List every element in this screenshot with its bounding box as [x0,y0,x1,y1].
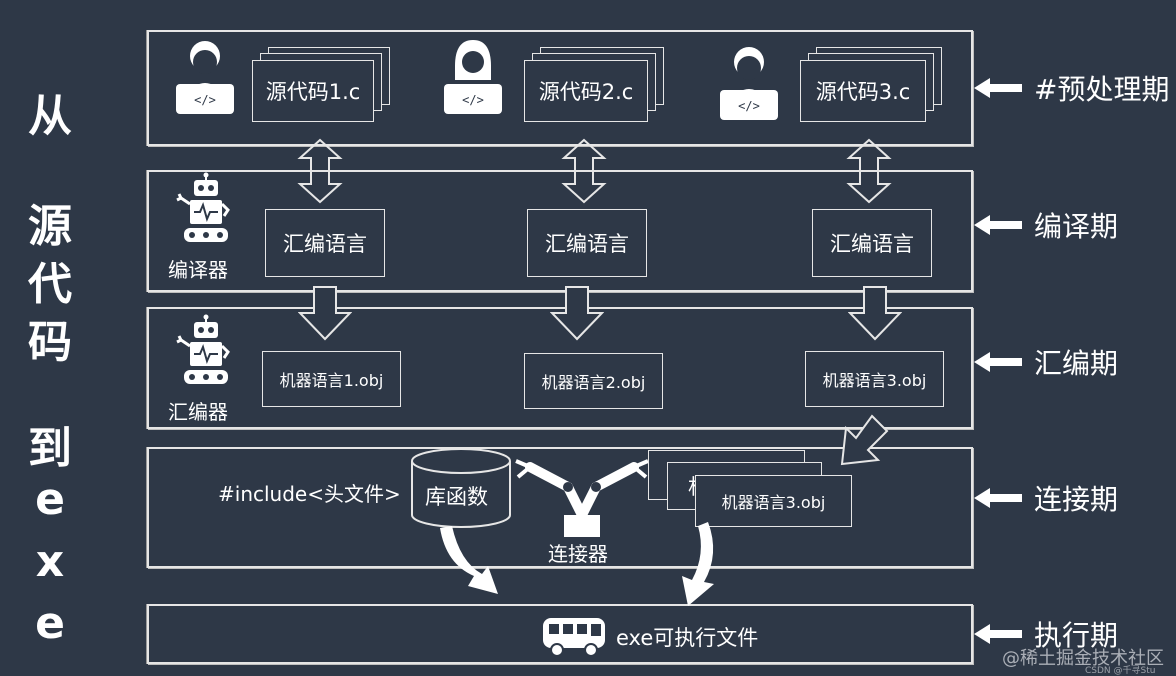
side-title-char: 代 [28,259,72,310]
side-title-char: e [35,598,65,649]
phase-text: 执行期 [1034,619,1119,652]
svg-text:</>: </> [738,99,760,113]
assembly-box-2: 汇编语言 [527,209,647,277]
compiler-label: 编译器 [168,258,228,282]
side-title-char: 码 [28,317,72,368]
left-arrow-icon [974,624,1022,644]
assembler-label: 汇编器 [168,400,228,424]
linker-label: 连接器 [548,542,608,566]
programmer-icon: </> [444,40,502,114]
watermark: @稀土掘金技术社区 [1002,648,1164,669]
assembly-box-3: 汇编语言 [812,209,932,277]
obj-stack-front-label: 机器语言3.obj [721,493,826,512]
library-label: 库函数 [425,485,488,509]
phase-text: 连接期 [1034,483,1119,516]
machine-box-label: 机器语言2.obj [541,373,646,392]
assembly-box-label: 汇编语言 [830,232,914,256]
diagonal-arrow-icon [840,414,889,466]
machine-box-3: 机器语言3.obj [805,351,944,407]
exe-label: exe可执行文件 [616,626,759,650]
bus-icon [543,618,605,657]
phase-text: 编译期 [1034,210,1119,243]
side-title-char: x [35,536,65,587]
machine-box-label: 机器语言3.obj [822,371,927,390]
robot-arm-icon [515,459,649,537]
source-file-label: 源代码3.c [815,80,911,104]
link-band [147,447,973,568]
left-arrow-icon [974,215,1022,235]
svg-text:</>: </> [194,93,216,107]
source-file-label: 源代码2.c [538,80,634,104]
machine-box-2: 机器语言2.obj [524,353,663,409]
side-title-char: 源 [28,201,72,252]
curved-arrow-icon [682,522,714,606]
phase-label-compile: 编译期 [972,205,1172,245]
side-title-char: 到 [28,423,72,474]
execute-band [147,604,973,664]
phase-text: #预处理期 [1034,73,1170,106]
compile-band [147,170,973,292]
include-text: #include<头文件> [218,482,401,506]
double-arrow-icon [297,138,343,204]
machine-box-label: 机器语言1.obj [279,371,384,390]
phase-text: 汇编期 [1034,347,1119,380]
assembly-box-label: 汇编语言 [545,232,629,256]
robot-icon [176,172,230,242]
curved-arrow-icon [440,526,498,594]
machine-box-1: 机器语言1.obj [262,351,401,407]
double-arrow-icon [561,138,607,204]
programmer-icon: </> [720,47,778,120]
side-title-char: 从 [28,91,72,142]
side-title-char: e [35,474,65,525]
library-cylinder-icon [411,448,511,528]
source-file-label: 源代码1.c [265,80,361,104]
obj-stack-front: 机器语言3.obj [695,475,852,527]
phase-label-assemble: 汇编期 [972,342,1172,382]
watermark-small: CSDN @千寻Stu [1085,666,1156,676]
left-arrow-icon [974,78,1022,98]
source-file-1: 源代码1.c [252,60,374,122]
down-arrow-icon [848,286,902,341]
phase-label-link: 连接期 [972,478,1172,518]
assemble-band [147,307,973,429]
programmer-icon: </> [176,41,234,114]
down-arrow-icon [550,286,604,341]
left-arrow-icon [974,488,1022,508]
source-file-2: 源代码2.c [524,60,648,122]
left-arrow-icon [974,352,1022,372]
down-arrow-icon [298,286,352,341]
double-arrow-icon [846,138,892,204]
svg-text:</>: </> [462,93,484,107]
phase-label-preprocess: #预处理期 [972,68,1172,108]
assembly-box-label: 汇编语言 [283,232,367,256]
preprocess-band [147,30,973,146]
phase-label-execute: 执行期 [972,614,1172,654]
assembly-box-1: 汇编语言 [265,209,385,277]
robot-icon [176,314,230,384]
source-file-3: 源代码3.c [800,60,926,122]
